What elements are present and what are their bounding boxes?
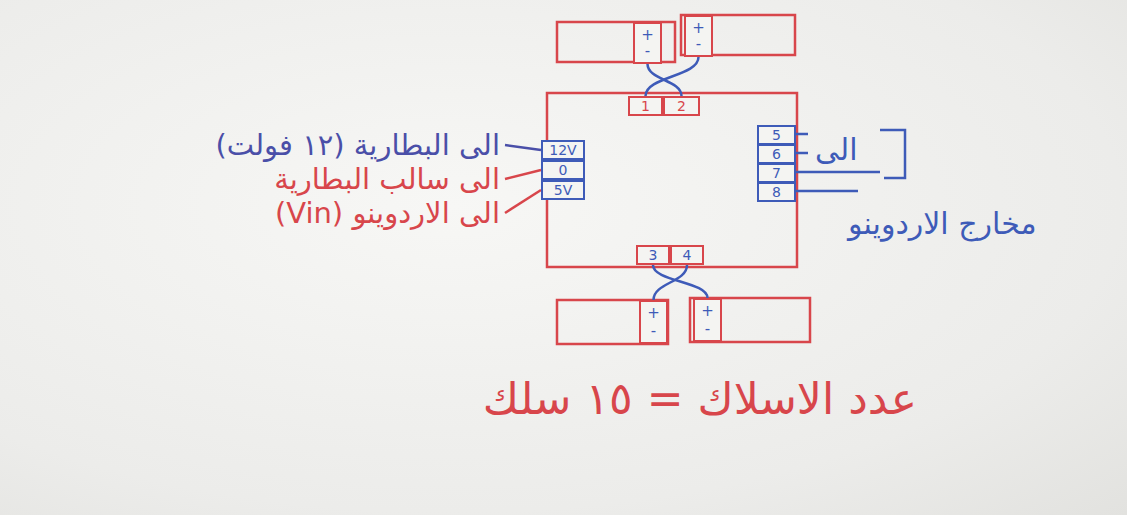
battery-note: الى البطارية (١٢ فولت) — [215, 128, 500, 162]
pin-number: 6 — [772, 146, 781, 162]
pin-number: 1 — [641, 98, 650, 114]
leader-line — [796, 152, 808, 155]
input-pin: 8 — [757, 182, 796, 202]
motor-terminal: +- — [684, 15, 713, 57]
pin-number: 5V — [554, 182, 572, 198]
arduino-note: الى الاردوينو (Vin) — [275, 196, 500, 230]
motor-body — [690, 298, 810, 342]
arduino-outputs-note: مخارج الاردوينو — [848, 206, 1037, 242]
motor-terminal: +- — [693, 298, 722, 342]
output-note: الى — [815, 132, 857, 168]
polarity-mark: + — [692, 20, 705, 36]
motor-terminal: +- — [639, 300, 668, 344]
motor-wire — [654, 265, 688, 300]
terminal-pin: 1 — [628, 96, 663, 116]
pin-number: 12V — [549, 142, 576, 158]
pin-number: 8 — [772, 184, 781, 200]
motor-body — [557, 300, 668, 344]
polarity-mark: - — [696, 36, 701, 52]
polarity-mark: + — [647, 305, 660, 321]
input-pin: 7 — [757, 163, 796, 183]
polarity-mark: - — [645, 43, 650, 59]
input-pin: 6 — [757, 144, 796, 164]
leader-line — [505, 145, 541, 150]
leader-line — [796, 133, 808, 136]
pin-number: 5 — [772, 127, 781, 143]
motor-wire — [648, 64, 682, 96]
leader-line — [796, 171, 880, 174]
polarity-mark: - — [705, 321, 710, 337]
leader-line — [505, 190, 541, 213]
polarity-mark: - — [651, 323, 656, 339]
motor-body — [681, 15, 795, 55]
power-pin: 0 — [541, 160, 585, 180]
wire-count-note: عدد الاسلاك = ١٥ سلك — [390, 372, 1010, 426]
polarity-mark: + — [641, 27, 654, 43]
pin-number: 3 — [649, 247, 658, 263]
polarity-mark: + — [701, 303, 714, 319]
input-pin: 5 — [757, 125, 796, 145]
terminal-pin: 3 — [636, 245, 670, 265]
motor-terminal: +- — [633, 22, 662, 64]
motor-wire — [653, 265, 708, 298]
terminal-pin: 2 — [663, 96, 700, 116]
leader-line — [505, 170, 541, 179]
pin-number: 7 — [772, 165, 781, 181]
bracket-mark — [880, 130, 905, 178]
power-pin: 12V — [541, 140, 585, 160]
ground-note: الى سالب البطارية — [274, 162, 500, 196]
terminal-pin: 4 — [670, 245, 704, 265]
leader-line — [796, 190, 858, 193]
power-pin: 5V — [541, 180, 585, 200]
pin-number: 2 — [677, 98, 686, 114]
pin-number: 0 — [559, 162, 568, 178]
pin-number: 4 — [683, 247, 692, 263]
